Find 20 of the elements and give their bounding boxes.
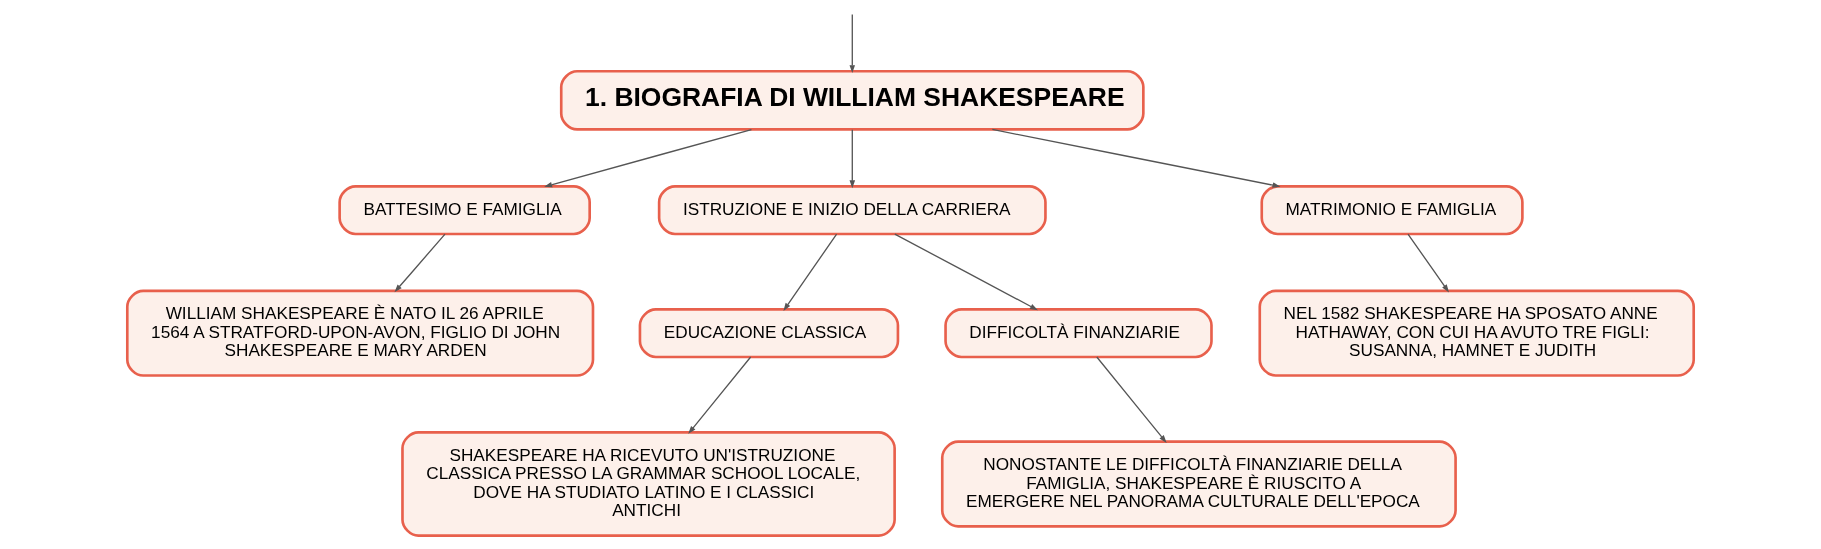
node-box: ISTRUZIONE E INIZIO DELLA CARRIERA: [657, 185, 1047, 236]
node-box: NONOSTANTE LE DIFFICOLTÀ FINANZIARIE DELLA FAMIGLIA, SHAKESPEARE È RIUSCITO A EMERGERE NEL PANORAMA CULTURALE DELL'EPOCA: [940, 440, 1457, 528]
node-box: BATTESIMO E FAMIGLIA: [338, 185, 591, 236]
arrow: [991, 128, 1281, 188]
node-box: EDUCAZIONE CLASSICA: [638, 308, 900, 359]
node-box: DIFFICOLTÀ FINANZIARIE: [944, 308, 1213, 359]
arrow: [394, 233, 446, 293]
arrow: [688, 356, 752, 434]
arrow: [849, 13, 856, 74]
arrow: [1096, 356, 1167, 443]
arrow: [544, 128, 753, 188]
node-box: SHAKESPEARE HA RICEVUTO UN'ISTRUZIONE CLASSICA PRESSO LA GRAMMAR SCHOOL LOCALE, DOVE HA STUDIATO LATINO E I CLASSICI ANTICHI: [401, 431, 896, 537]
node-box: MATRIMONIO E FAMIGLIA: [1260, 185, 1524, 236]
node-box: WILLIAM SHAKESPEARE È NATO IL 26 APRILE 1564 A STRATFORD-UPON-AVON, FIGLIO DI JOHN SHAKESPEARE E MARY ARDEN: [125, 289, 595, 377]
arrow: [894, 233, 1038, 311]
arrow: [783, 233, 838, 311]
arrow: [1407, 233, 1449, 293]
node-box: NEL 1582 SHAKESPEARE HA SPOSATO ANNE HATHAWAY, CON CUI HA AVUTO TRE FIGLI: SUSANNA, HAMNET E JUDITH: [1258, 289, 1696, 377]
arrow: [849, 129, 856, 189]
node-box: 1. BIOGRAFIA DI WILLIAM SHAKESPEARE: [559, 69, 1145, 131]
